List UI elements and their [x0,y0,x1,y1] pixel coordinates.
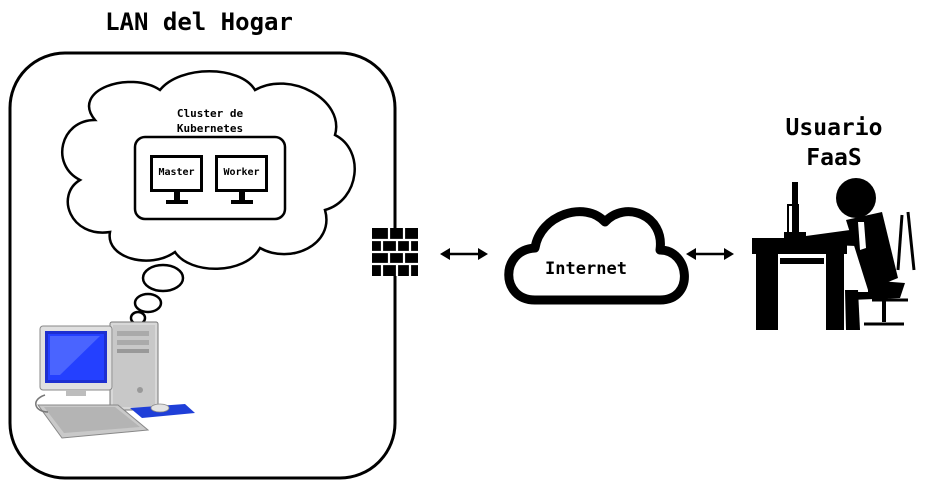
user-title-line2: FaaS [806,145,862,171]
monitor-icon [215,155,268,204]
double-arrow-icon [440,248,488,260]
cloud-icon [504,207,689,305]
worker-label: Worker [223,167,260,178]
desktop-computer-icon [35,321,195,439]
user-at-desk-icon [752,178,916,330]
double-arrow-icon [686,248,734,260]
internet-label: Internet [545,259,627,279]
monitor-icon [150,155,203,204]
cluster-title: Cluster de Kubernetes [150,106,270,136]
cluster-title-line2: Kubernetes [176,122,244,135]
master-label: Master [158,167,195,178]
firewall-icon [372,228,418,276]
lan-title: LAN del Hogar [105,8,293,36]
user-title: Usuario FaaS [762,113,906,173]
cluster-title-line1: Cluster de [176,107,244,120]
user-title-line1: Usuario [785,115,883,141]
